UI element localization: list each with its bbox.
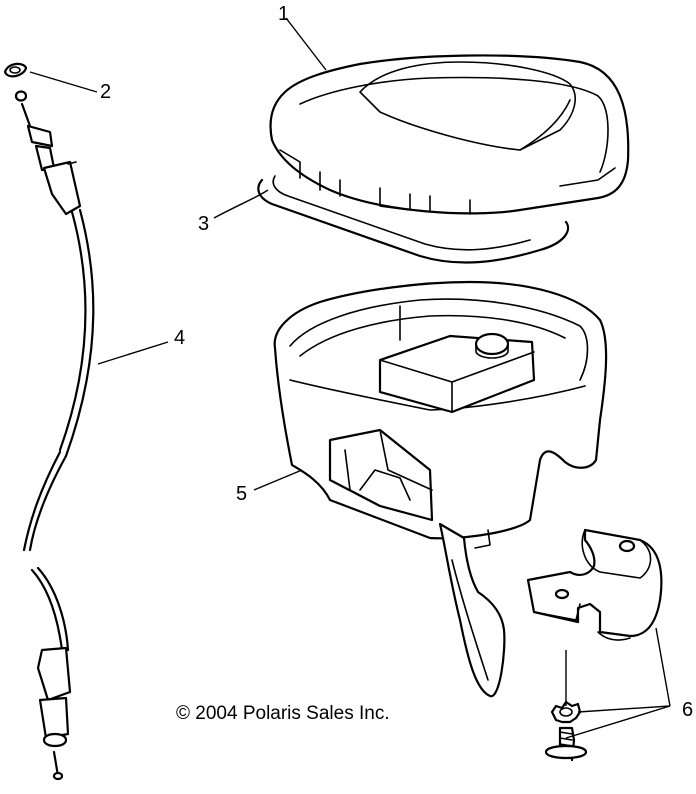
part-4-cable [14,90,95,781]
leader-1 [285,17,327,71]
leader-6c [655,627,671,707]
callout-6: 6 [682,699,693,721]
part-5-housing [273,280,608,698]
leader-2 [29,71,98,93]
leader-lines [29,17,671,739]
leader-6a [577,705,671,713]
callout-1: 1 [278,3,289,25]
leader-5 [253,469,303,491]
callout-3: 3 [198,213,209,235]
part-1-cover [269,54,630,215]
leader-4 [97,341,169,365]
callout-2: 2 [100,81,111,103]
part-3-gasket [257,175,570,264]
leader-3 [213,189,269,219]
leader-6b [565,705,671,739]
callout-5: 5 [236,483,247,505]
part-6-clamp [526,528,663,641]
part-6-screw [544,726,588,762]
part-2-ferrule [3,62,28,78]
copyright-notice: © 2004 Polaris Sales Inc. [176,703,390,724]
callout-4: 4 [174,327,185,349]
part-6-washer [550,700,582,724]
